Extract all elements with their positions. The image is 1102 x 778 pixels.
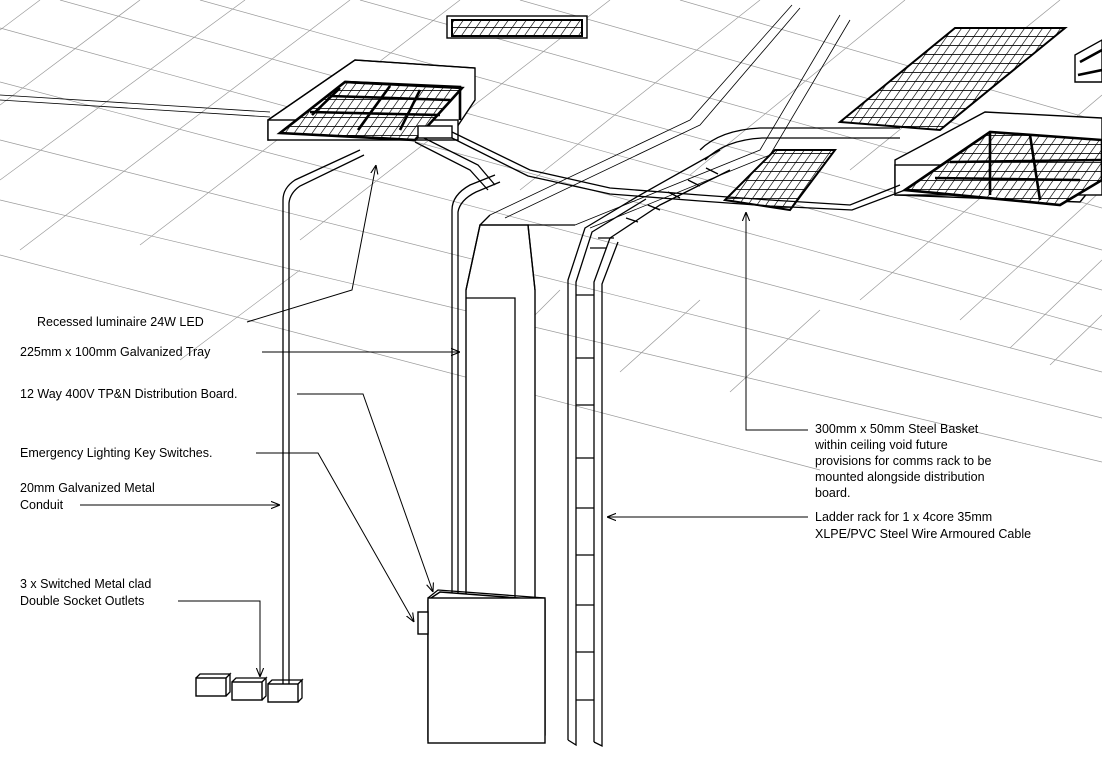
recessed-luminaire-left [267, 59, 476, 142]
leader-sockets [178, 600, 260, 677]
label-conduit-line1: 20mm Galvanized Metal [20, 481, 155, 495]
ladder-rungs [576, 167, 719, 701]
leader-basket [746, 212, 808, 431]
ceiling-edge [0, 94, 271, 118]
luminaire-edge-right [1074, 39, 1102, 83]
cables [282, 125, 906, 685]
labels: Recessed luminaire 24W LED 225mm x 100mm… [20, 315, 1031, 608]
steel-basket-tray [722, 27, 1068, 212]
leader-board [297, 393, 433, 592]
label-basket-line3: provisions for comms rack to be [815, 454, 991, 468]
label-basket-line4: mounted alongside distribution [815, 470, 985, 484]
leader-keyswitch [256, 452, 414, 622]
label-tray: 225mm x 100mm Galvanized Tray [20, 345, 211, 359]
galvanized-tray [451, 4, 851, 601]
label-distribution-board: 12 Way 400V TP&N Distribution Board. [20, 387, 237, 401]
label-ladder-line1: Ladder rack for 1 x 4core 35mm [815, 510, 992, 524]
label-luminaire: Recessed luminaire 24W LED [37, 315, 204, 329]
key-switch-box [417, 611, 429, 635]
leader-luminaire [246, 165, 376, 323]
label-basket-line1: 300mm x 50mm Steel Basket [815, 422, 979, 436]
ladder-rack [567, 149, 731, 748]
label-key-switches: Emergency Lighting Key Switches. [20, 446, 212, 460]
label-sockets-line1: 3 x Switched Metal clad [20, 577, 151, 591]
socket-outlet [231, 676, 268, 701]
leader-lines [80, 165, 808, 677]
socket-outlet [267, 678, 304, 703]
socket-outlets [195, 672, 304, 703]
label-sockets-line2: Double Socket Outlets [20, 594, 144, 608]
distribution-board [417, 589, 546, 744]
luminaire-top-partial [446, 15, 588, 39]
label-conduit-line2: Conduit [20, 498, 64, 512]
label-basket-line2: within ceiling void future [814, 438, 948, 452]
recessed-luminaire-right [894, 111, 1102, 207]
label-ladder-line2: XLPE/PVC Steel Wire Armoured Cable [815, 527, 1031, 541]
socket-outlet [195, 672, 232, 697]
label-basket-line5: board. [815, 486, 850, 500]
